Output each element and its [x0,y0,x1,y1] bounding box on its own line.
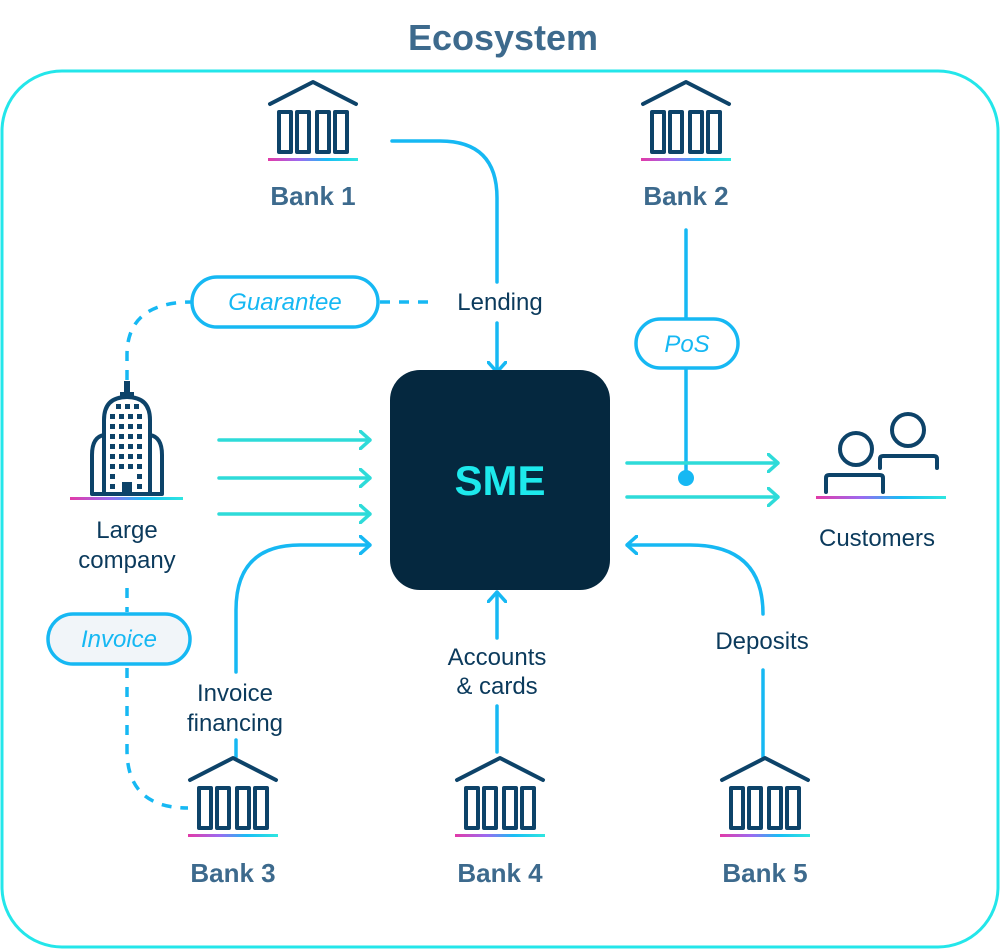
guarantee-pill[interactable]: Guarantee [190,275,380,329]
bank-2-label: Bank 2 [643,181,728,211]
bank-icon [718,756,812,839]
bank-1-node[interactable]: Bank 1 [266,80,360,211]
accounts-label-line2: & cards [456,673,537,700]
lending-label: Lending [457,289,542,316]
pos-label: PoS [664,331,709,358]
invoice-dashed-line-bottom [125,668,189,810]
bank-icon [186,756,280,839]
invoice-label: Invoice [81,626,157,653]
deposits-flow [625,545,765,616]
bank-3-node[interactable]: Bank 3 [186,756,280,888]
invoice-financing-label-line1: Invoice [197,680,273,707]
diagram-title: Ecosystem [408,17,598,58]
accounts-label-line1: Accounts [448,644,547,671]
lending-flow-line [390,139,499,284]
invoice-financing-label-line2: financing [187,710,283,737]
bank-4-label: Bank 4 [457,858,543,888]
customers-underline [816,496,946,499]
deposits-label: Deposits [715,628,808,655]
bank-4-node[interactable]: Bank 4 [453,756,547,888]
bank-icon [639,80,733,163]
office-building-icon [90,381,164,496]
bank-3-label: Bank 3 [190,858,275,888]
sme-label: SME [454,457,545,504]
bank-5-label: Bank 5 [722,858,807,888]
guarantee-label: Guarantee [228,289,341,316]
customers-label: Customers [819,525,935,552]
large-company-label-line1: Large [96,517,157,544]
bank-2-node[interactable]: Bank 2 [639,80,733,211]
large-company-label-line2: company [78,547,175,574]
bank-5-node[interactable]: Bank 5 [718,756,812,888]
invoice-pill[interactable]: Invoice [46,612,192,666]
bank-icon [266,80,360,163]
guarantee-dashed-line-left [125,300,193,380]
people-icon [824,412,939,494]
pos-pill[interactable]: PoS [634,317,740,370]
sme-node[interactable]: SME [390,370,610,590]
large-company-node[interactable]: Large company [70,381,183,574]
sme-box [390,370,610,590]
ecosystem-frame [0,69,1000,949]
bank-1-label: Bank 1 [270,181,355,211]
bank-icon [453,756,547,839]
invoice-financing-flow [234,545,372,674]
pos-junction-dot [678,470,694,486]
customers-node[interactable]: Customers [816,412,946,552]
large-company-underline [70,497,183,500]
